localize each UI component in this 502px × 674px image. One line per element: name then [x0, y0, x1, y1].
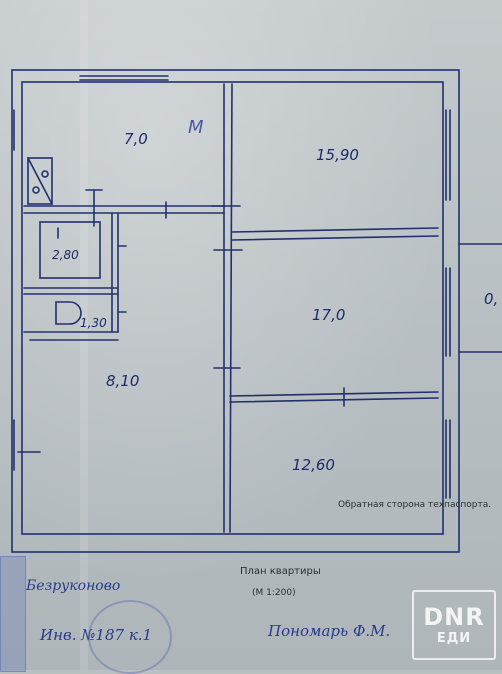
stove-burner-2	[41, 170, 49, 178]
edge-dimension: 0,	[484, 290, 499, 308]
stove	[27, 157, 53, 205]
outer-wall-inner	[21, 81, 444, 535]
wall-right-2a	[229, 391, 439, 397]
handwritten-signature: Пономарь Ф.М.	[268, 622, 391, 640]
outer-wall-outer	[11, 69, 460, 553]
handwritten-place: Безруконово	[26, 578, 121, 594]
watermark-line2: ЕДИ	[436, 631, 472, 646]
scribble-mark: M	[188, 117, 204, 138]
stove-diag	[27, 157, 53, 205]
wall-center-b	[229, 83, 233, 533]
room-label-hall: 8,10	[106, 372, 140, 390]
room-label-top-left: 7,0	[124, 130, 148, 148]
room-label-bath: 2,80	[52, 248, 79, 262]
plan-title: План квартиры	[240, 566, 321, 577]
bathtub	[39, 221, 101, 279]
stove-burner-1	[32, 186, 40, 194]
room-label-toilet: 1,30	[80, 316, 107, 330]
room-label-bottom-right: 12,60	[292, 456, 335, 474]
watermark-line1: DNR	[423, 603, 485, 631]
wall-right-1b	[231, 235, 439, 241]
room-label-middle-right: 17,0	[312, 306, 346, 324]
toilet-fixture	[55, 301, 82, 325]
paper-fold	[80, 0, 88, 670]
plan-scale: (М 1:200)	[252, 588, 296, 598]
balcony	[458, 243, 502, 353]
watermark-logo: DNR ЕДИ	[412, 590, 496, 660]
room-label-top-right: 15,90	[316, 146, 359, 164]
wall-right-2b	[229, 397, 439, 403]
back-side-note: Обратная сторона техпаспорта.	[338, 500, 492, 510]
wall-right-1a	[231, 227, 439, 233]
handwritten-inventory: Инв. №187 к.1	[40, 626, 153, 644]
stamp-box	[0, 556, 26, 672]
